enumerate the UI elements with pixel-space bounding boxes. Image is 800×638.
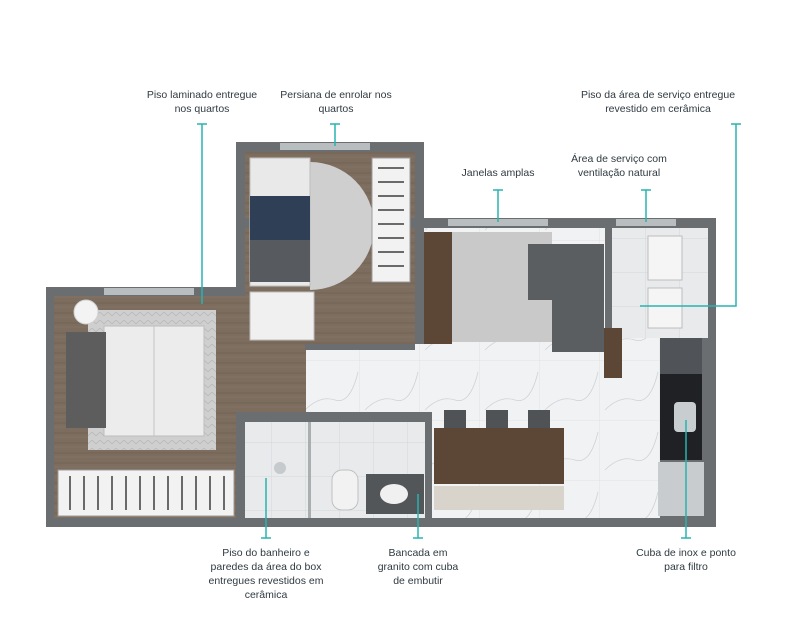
fridge xyxy=(658,462,704,516)
label-piso-quartos: Piso laminado entregue nos quartos xyxy=(146,89,258,115)
label-janelas: Janelas amplas xyxy=(461,167,535,179)
wardrobe-1 xyxy=(57,469,235,517)
label-persiana: Persiana de enrolar nos quartos xyxy=(280,89,392,115)
window-bedroom-2 xyxy=(280,143,370,150)
desk xyxy=(249,291,315,341)
window-living xyxy=(448,219,548,226)
basin-icon xyxy=(380,484,408,504)
box-wall xyxy=(308,422,311,518)
shower-drain-icon xyxy=(274,462,286,474)
label-area-servico: Área de serviço com ventilação natural xyxy=(571,153,667,179)
chair-2 xyxy=(486,410,508,428)
wall-divider-2 xyxy=(305,344,415,350)
leader-piso-servico xyxy=(640,124,737,307)
chair-3 xyxy=(528,410,550,428)
sofa-table xyxy=(604,328,622,378)
pillows xyxy=(66,332,106,428)
window-bedroom-1 xyxy=(104,288,194,295)
lamp-icon xyxy=(73,299,99,325)
bed-blanket xyxy=(250,196,310,240)
sofa xyxy=(528,244,604,352)
bed-throw xyxy=(250,240,310,282)
washer xyxy=(647,287,683,329)
label-piso-banheiro: Piso do banheiro e paredes da área do bo… xyxy=(208,547,324,601)
chair-1 xyxy=(444,410,466,428)
label-piso-servico: Piso da área de serviço entregue revesti… xyxy=(580,89,736,115)
wardrobe-2 xyxy=(371,157,411,283)
laundry-sink xyxy=(647,235,683,281)
label-bancada: Bancada em granito com cuba de embutir xyxy=(377,547,459,587)
bench xyxy=(434,486,564,510)
stove xyxy=(660,338,702,374)
window-service xyxy=(616,219,676,226)
dining-table xyxy=(434,428,564,484)
toilet xyxy=(331,469,359,511)
wall-divider xyxy=(415,218,424,344)
tv-rack xyxy=(424,232,452,344)
label-cuba-inox: Cuba de inox e ponto para filtro xyxy=(636,547,736,573)
wall-service xyxy=(605,228,612,338)
kitchen-sink-icon xyxy=(674,402,696,432)
rug-bedroom-2 xyxy=(310,162,374,290)
